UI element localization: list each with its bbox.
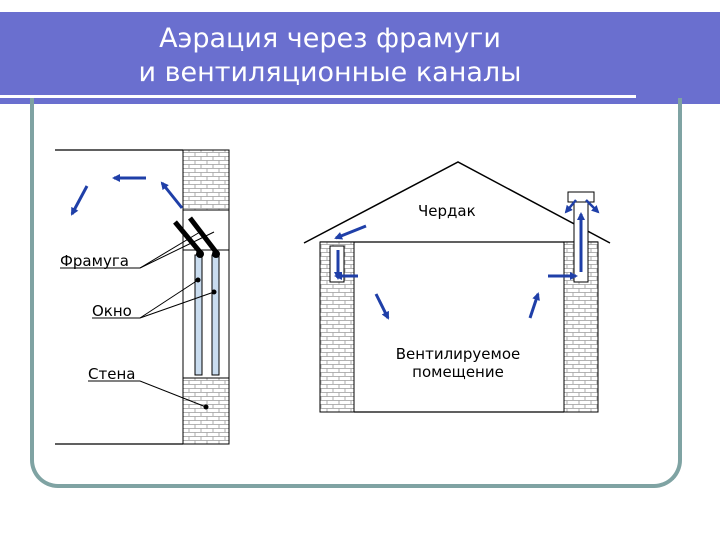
air-arrow-room-down <box>374 293 390 320</box>
wall-lower <box>182 377 230 445</box>
window-glass-2 <box>211 254 220 376</box>
air-arrow-room-up <box>528 292 540 319</box>
air-arrow-attic-left <box>334 224 367 240</box>
wall-upper <box>182 149 230 211</box>
leader-stena <box>139 380 207 408</box>
leader-okno-2 <box>139 291 215 319</box>
air-arrow-up <box>160 181 184 209</box>
left-diagram <box>55 149 230 445</box>
title-line-2: и вентиляционные каналы <box>138 57 522 88</box>
vent-cap <box>567 191 595 203</box>
slide-title: Аэрация через фрамуги и вентиляционные к… <box>0 22 660 90</box>
right-diagram <box>303 161 611 413</box>
air-arrow-exhaust-left <box>564 199 577 214</box>
air-arrow-exhaust-right <box>585 199 600 214</box>
title-bar <box>0 12 720 104</box>
label-room-line-2: помещение <box>412 363 504 381</box>
title-underline <box>0 95 636 98</box>
okno-point-2 <box>211 289 217 295</box>
hinge-2 <box>212 250 220 258</box>
window-frame <box>182 249 230 379</box>
hinge-1 <box>196 250 204 258</box>
content-frame <box>30 98 682 488</box>
stena-point <box>203 404 209 410</box>
label-room: Вентилируемое помещение <box>370 345 546 381</box>
okno-point-1 <box>195 277 201 283</box>
label-stena: Стена <box>88 365 136 383</box>
leader-framuga-2 <box>139 231 215 269</box>
transom-sash-2 <box>188 216 218 254</box>
label-cherdak: Чердак <box>418 202 476 220</box>
title-line-1: Аэрация через фрамуги <box>159 23 501 54</box>
label-framuga: Фрамуга <box>60 252 129 270</box>
transom-sash-1 <box>173 220 202 254</box>
leader-okno <box>139 279 199 319</box>
roof-outline <box>303 161 611 244</box>
label-room-line-1: Вентилируемое <box>395 345 521 363</box>
air-arrow-down-left <box>70 185 89 216</box>
window-glass-1 <box>194 254 203 376</box>
leader-framuga <box>139 231 201 269</box>
label-okno: Окно <box>92 302 132 320</box>
